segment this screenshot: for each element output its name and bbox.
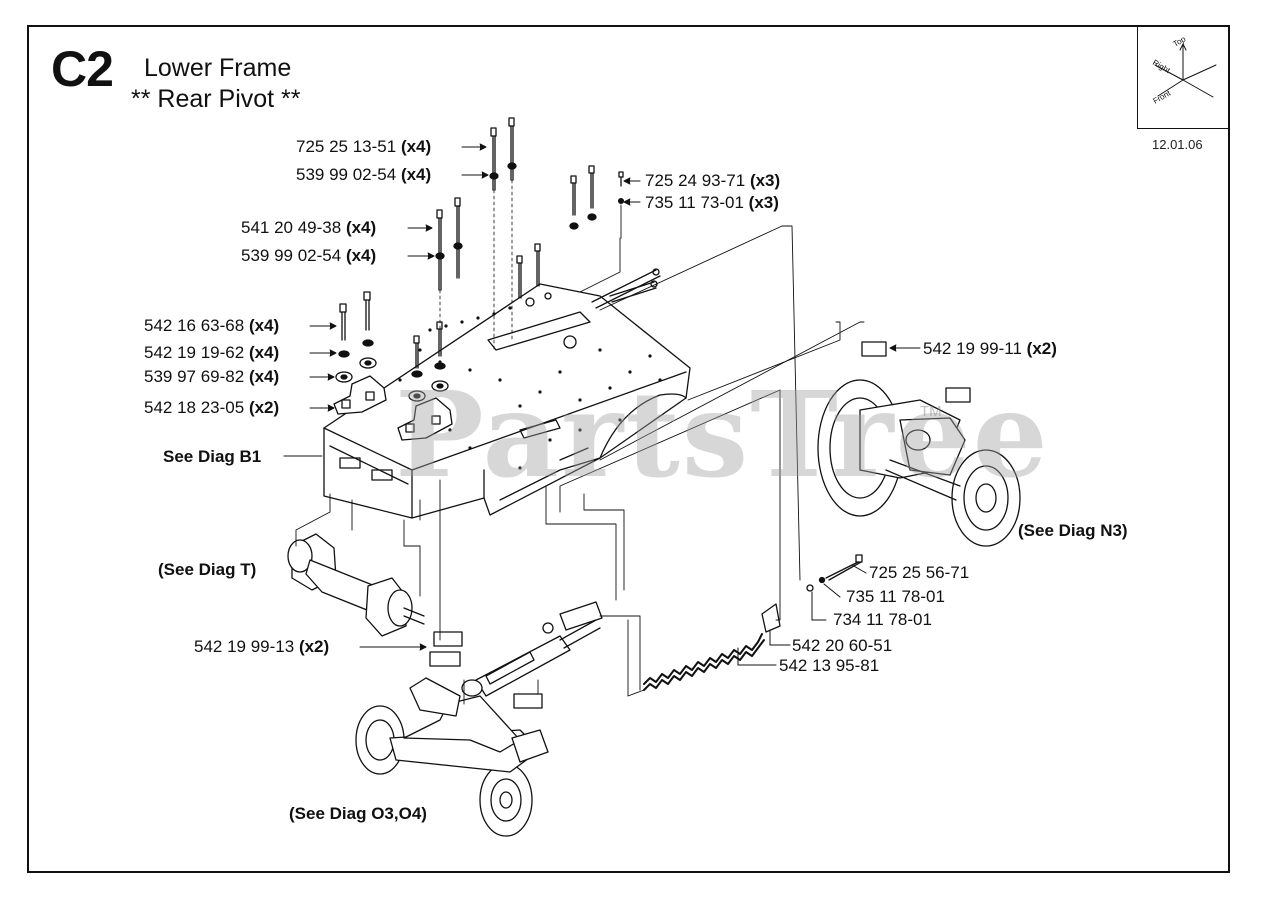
ref-diag-b1[interactable]: See Diag B1 xyxy=(163,447,262,466)
part-label[interactable]: 725 25 56-71 xyxy=(869,563,970,582)
revision-date: 12.01.06 xyxy=(1152,137,1203,152)
leader-lines xyxy=(283,143,921,666)
page-title: Lower Frame xyxy=(144,54,292,82)
part-label[interactable]: 539 99 02-54 (x4) xyxy=(296,165,432,184)
front-pivot-axle xyxy=(287,533,425,637)
watermark: PartsTree xyxy=(395,365,1050,504)
rear-axle-assembly xyxy=(817,341,1021,547)
part-label[interactable]: 734 11 78-01 xyxy=(833,610,932,629)
part-label[interactable]: 542 13 95-81 xyxy=(779,656,880,675)
ref-diag-n3[interactable]: (See Diag N3) xyxy=(1018,521,1128,540)
part-label[interactable]: 542 20 60-51 xyxy=(792,636,893,655)
part-label[interactable]: 725 24 93-71 (x3) xyxy=(645,171,781,190)
compass-box xyxy=(1137,25,1230,129)
ref-diag-o3-o4[interactable]: (See Diag O3,O4) xyxy=(289,804,427,823)
part-label[interactable]: 542 19 19-62 (x4) xyxy=(144,343,280,362)
part-label[interactable]: 542 16 63-68 (x4) xyxy=(144,316,280,335)
ref-diag-t[interactable]: (See Diag T) xyxy=(158,560,257,579)
diagram-frame xyxy=(27,25,1230,873)
spring-bolt-set xyxy=(806,554,863,592)
tension-spring xyxy=(643,603,781,691)
part-label[interactable]: 735 11 73-01 (x3) xyxy=(645,193,779,212)
part-label[interactable]: 542 18 23-05 (x2) xyxy=(144,398,280,417)
explosion-lines xyxy=(295,225,865,705)
part-label[interactable]: 539 99 02-54 (x4) xyxy=(241,246,377,265)
part-label[interactable]: 542 19 99-13 (x2) xyxy=(194,637,330,656)
part-label[interactable]: 725 25 13-51 (x4) xyxy=(296,137,432,156)
part-label[interactable]: 735 11 78-01 xyxy=(846,587,945,606)
page-subtitle: ** Rear Pivot ** xyxy=(131,85,301,113)
part-label[interactable]: 542 19 99-11 (x2) xyxy=(923,339,1057,358)
pivot-cylinder xyxy=(461,601,603,697)
watermark-tm: TM xyxy=(920,403,942,420)
part-label[interactable]: 541 20 49-38 (x4) xyxy=(241,218,377,237)
section-code: C2 xyxy=(51,41,114,97)
front-wheels-assembly xyxy=(355,631,549,837)
bolts-and-washers xyxy=(335,117,625,402)
part-label[interactable]: 539 97 69-82 (x4) xyxy=(144,367,280,386)
pivot-brackets xyxy=(333,375,453,441)
